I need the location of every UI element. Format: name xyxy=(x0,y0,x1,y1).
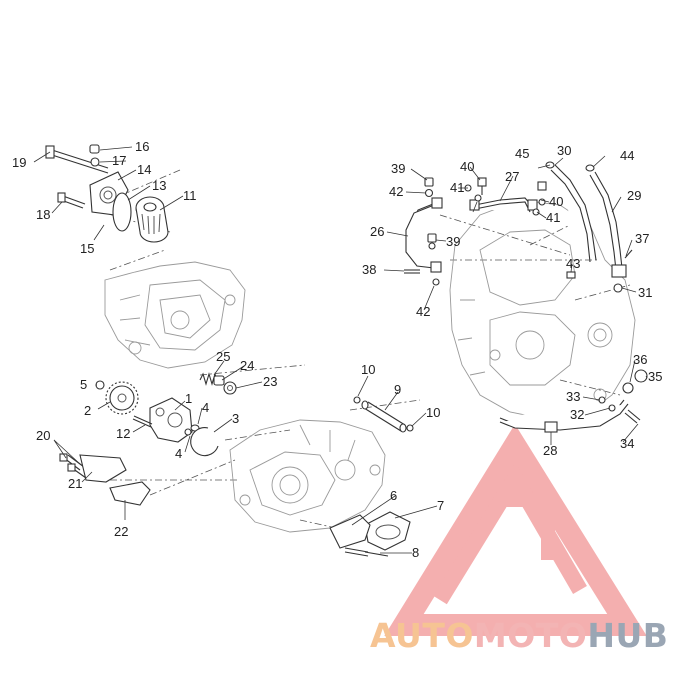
mounting-bracket xyxy=(79,454,127,483)
callout-23: 23 xyxy=(263,374,277,389)
strainer-gasket xyxy=(329,514,371,549)
pump-bolt xyxy=(132,415,153,428)
callout-15: 15 xyxy=(80,241,94,256)
dowel-pins xyxy=(184,424,200,436)
oil-filter xyxy=(135,196,169,243)
watermark-part-moto: MOTO xyxy=(474,616,587,655)
washer xyxy=(95,380,105,390)
relief-plunger xyxy=(213,375,225,386)
callout-29: 29 xyxy=(627,188,641,203)
crankcase-lower xyxy=(229,419,386,533)
guide-bracket xyxy=(109,481,151,506)
leader-lines xyxy=(33,146,648,554)
callout-31: 31 xyxy=(638,285,652,300)
oil-return-line xyxy=(499,399,629,433)
callout-5: 5 xyxy=(80,377,87,392)
engine-block xyxy=(449,199,636,421)
callout-11: 11 xyxy=(183,188,197,203)
callout-10b: 10 xyxy=(426,405,440,420)
callout-21: 21 xyxy=(68,476,82,491)
hose-union xyxy=(611,249,633,293)
callout-28: 28 xyxy=(543,443,557,458)
watermark-wordmark: AUTOMOTOHUB xyxy=(370,616,668,655)
callout-9: 9 xyxy=(394,382,401,397)
retaining-clip xyxy=(190,427,219,457)
callout-25: 25 xyxy=(216,349,230,364)
callout-45: 45 xyxy=(515,146,529,161)
pipe-o-ring xyxy=(353,396,361,404)
callout-24: 24 xyxy=(240,358,254,373)
callout-41b: 41 xyxy=(546,210,560,225)
callout-43: 43 xyxy=(566,256,580,271)
callout-14: 14 xyxy=(137,162,151,177)
callout-19: 19 xyxy=(12,155,26,170)
pipe-o-ring xyxy=(406,424,414,432)
oil-pump xyxy=(149,397,193,443)
callout-42a: 42 xyxy=(389,184,403,199)
callout-32: 32 xyxy=(570,407,584,422)
callout-13: 13 xyxy=(152,178,166,193)
callout-1: 1 xyxy=(185,391,192,406)
callout-36: 36 xyxy=(633,352,647,367)
cap-nut xyxy=(89,144,100,167)
relief-plug xyxy=(223,381,237,395)
callout-16: 16 xyxy=(135,139,149,154)
callout-8: 8 xyxy=(412,545,419,560)
callout-38: 38 xyxy=(362,262,376,277)
oil-pipe xyxy=(361,400,407,433)
callout-2: 2 xyxy=(84,403,91,418)
callout-39a: 39 xyxy=(391,161,405,176)
callout-34: 34 xyxy=(620,436,634,451)
hose-cap xyxy=(566,271,576,279)
oil-strainer xyxy=(364,511,411,551)
callout-4b: 4 xyxy=(175,446,182,461)
callout-30: 30 xyxy=(557,143,571,158)
breather-line xyxy=(469,197,538,213)
callout-42b: 42 xyxy=(416,304,430,319)
watermark-logo-mark xyxy=(384,424,647,636)
vent-hose xyxy=(550,164,597,263)
o-ring xyxy=(112,192,132,232)
oil-line xyxy=(405,197,443,273)
callout-3: 3 xyxy=(232,411,239,426)
callout-37: 37 xyxy=(635,231,649,246)
callout-10a: 10 xyxy=(361,362,375,377)
callout-26: 26 xyxy=(370,224,384,239)
callout-40b: 40 xyxy=(549,194,563,209)
cover-bolt xyxy=(57,192,86,209)
callout-7: 7 xyxy=(437,498,444,513)
strainer-bolts xyxy=(344,547,389,557)
callout-20: 20 xyxy=(36,428,50,443)
banjo-bolts xyxy=(404,177,440,286)
callout-35: 35 xyxy=(648,369,662,384)
callout-27: 27 xyxy=(505,169,519,184)
callout-40a: 40 xyxy=(460,159,474,174)
callout-18: 18 xyxy=(36,207,50,222)
hose-clamp xyxy=(585,164,595,172)
watermark-part-hub: HUB xyxy=(587,616,668,655)
callout-labels: 1 2 3 4 4 5 6 7 8 9 10 10 11 12 13 14 15… xyxy=(12,139,662,560)
crankcase-cover xyxy=(104,261,246,369)
callout-17: 17 xyxy=(112,153,126,168)
callout-41a: 41 xyxy=(450,180,464,195)
line-fittings xyxy=(464,177,547,216)
callout-6: 6 xyxy=(390,488,397,503)
watermark-part-auto: AUTO xyxy=(370,616,474,655)
return-hose xyxy=(589,171,623,271)
callout-33: 33 xyxy=(566,389,580,404)
callout-44: 44 xyxy=(620,148,634,163)
callout-39b: 39 xyxy=(446,234,460,249)
callout-22: 22 xyxy=(114,524,128,539)
pump-gear xyxy=(105,381,139,415)
callout-4a: 4 xyxy=(202,400,209,415)
callout-12: 12 xyxy=(116,426,130,441)
